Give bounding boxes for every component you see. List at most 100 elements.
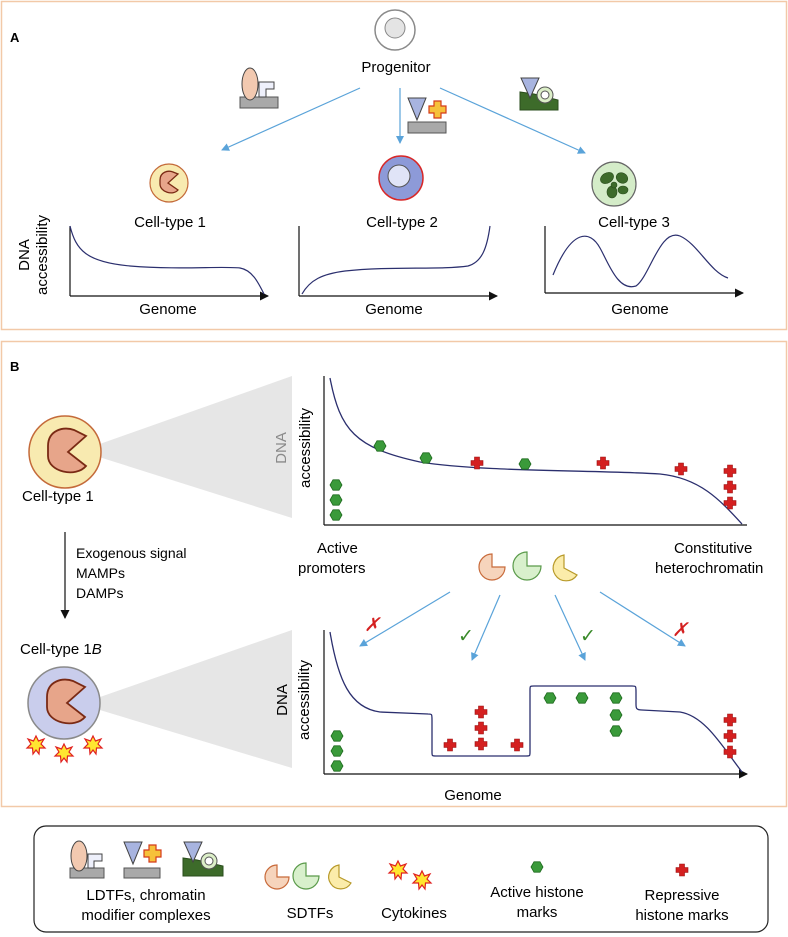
legend-active-mark-icon — [530, 861, 544, 873]
arrow-mark-check-2: ✓ — [580, 626, 596, 647]
legend-repressive-label-2: histone marks — [635, 907, 728, 924]
plot-a2-x-label: Genome — [365, 301, 423, 318]
remodeler-icon — [519, 77, 559, 111]
cell-type-1b-label: Cell-type 1B — [20, 641, 102, 658]
plot-a2-curve — [301, 225, 491, 295]
panel-a-letter: A — [10, 30, 20, 45]
sdtf-arrow-4 — [599, 591, 686, 647]
lower-active-mark — [575, 692, 589, 704]
lower-repressive-mark — [723, 729, 737, 743]
ldtf-complex-icon — [239, 67, 279, 109]
chromatin-modifier-icon — [407, 97, 447, 134]
upper-plot — [323, 376, 747, 526]
legend-repressive-label: Repressive — [644, 887, 719, 904]
cell-type-3-label: Cell-type 3 — [598, 214, 670, 231]
upper-active-mark — [419, 452, 433, 464]
zoom-cone-upper — [80, 376, 292, 518]
upper-active-mark — [329, 479, 343, 491]
lower-repressive-mark — [474, 721, 488, 735]
lower-active-mark — [330, 730, 344, 742]
upper-active-mark — [373, 440, 387, 452]
cytokine-burst-1 — [26, 735, 46, 755]
progenitor-cell — [374, 9, 416, 51]
active-promoters-label: Active — [317, 540, 358, 557]
panel-b-letter: B — [10, 359, 19, 374]
legend-ldtf-icon — [69, 840, 105, 879]
active-promoters-label-2: promoters — [298, 560, 366, 577]
upper-active-mark — [329, 494, 343, 506]
lower-accessibility-curve — [329, 631, 743, 773]
lower-active-mark — [609, 709, 623, 721]
legend-active-label: Active histone — [490, 884, 583, 901]
panel-a-y-axis-label: DNA — [16, 239, 33, 271]
arrow-mark-cross-2: ✗ — [672, 620, 689, 641]
panel-a-y-axis-label-2: accessibility — [34, 214, 51, 295]
lower-repressive-mark — [723, 745, 737, 759]
lower-active-mark — [609, 692, 623, 704]
plot-a1-x-label: Genome — [139, 301, 197, 318]
cell-type-1b-icon — [27, 666, 101, 740]
upper-active-mark — [329, 509, 343, 521]
cell-type-3-icon — [591, 161, 637, 207]
sdtf-arrow-2 — [471, 594, 501, 661]
lower-repressive-mark — [510, 738, 524, 752]
cell-type-2-icon — [378, 155, 424, 201]
plot-a1 — [69, 225, 269, 301]
cell-type-1-label: Cell-type 1 — [134, 214, 206, 231]
lower-y-label: DNA — [274, 684, 291, 716]
plot-a1-curve — [69, 225, 265, 295]
upper-y-label-2: accessibility — [297, 407, 314, 488]
lower-repressive-mark — [474, 705, 488, 719]
cytokine-burst-2 — [54, 743, 74, 763]
legend: LDTFs, chromatin modifier complexes SDTF… — [33, 825, 769, 933]
lower-repressive-mark — [723, 713, 737, 727]
arrow-mark-check-1: ✓ — [458, 626, 474, 647]
legend-sdtfs-label: SDTFs — [287, 905, 334, 922]
lower-repressive-mark — [443, 738, 457, 752]
upper-repressive-mark — [723, 464, 737, 478]
cell-type-1-icon — [149, 163, 189, 203]
legend-active-label-2: marks — [517, 904, 558, 921]
legend-sdtf-icons — [264, 862, 352, 890]
plot-a3-curve — [552, 234, 729, 288]
legend-cytokines-label: Cytokines — [381, 905, 447, 922]
zoom-cone-lower — [80, 630, 292, 768]
lower-repressive-mark — [474, 737, 488, 751]
upper-repressive-mark — [674, 462, 688, 476]
lower-y-label-2: accessibility — [296, 659, 313, 740]
upper-repressive-mark — [596, 456, 610, 470]
legend-modifier-icon — [123, 841, 162, 879]
progenitor-label: Progenitor — [361, 59, 430, 76]
plot-a3-x-label: Genome — [611, 301, 669, 318]
panel-b-frame — [0, 340, 788, 808]
panel-a-frame — [0, 0, 788, 331]
cell-type-1-large-icon — [28, 415, 102, 489]
lower-x-label: Genome — [444, 787, 502, 804]
heterochromatin-label-2: heterochromatin — [655, 560, 763, 577]
lower-active-mark — [330, 760, 344, 772]
progenitor-arrow-1 — [221, 87, 361, 151]
signal-label-damps: DAMPs — [76, 585, 123, 601]
arrow-mark-cross-1: ✗ — [364, 615, 381, 636]
upper-y-label: DNA — [273, 432, 290, 464]
sdtf-arrow-3 — [554, 594, 586, 661]
signal-label-exogenous: Exogenous signal — [76, 545, 187, 561]
heterochromatin-label: Constitutive — [674, 540, 752, 557]
legend-ldtf-label: LDTFs, chromatin — [86, 887, 205, 904]
progenitor-arrow-3 — [439, 87, 586, 154]
legend-ldtf-label-2: modifier complexes — [81, 907, 210, 924]
plot-a3 — [544, 226, 744, 298]
lower-active-mark — [543, 692, 557, 704]
panel-a: A Progenitor — [0, 0, 788, 331]
lower-plot — [323, 630, 748, 779]
upper-active-mark — [518, 458, 532, 470]
signal-label-mamps: MAMPs — [76, 565, 125, 581]
legend-remodeler-icon — [182, 841, 224, 877]
upper-repressive-mark — [723, 480, 737, 494]
sdtf-arrow-1 — [359, 591, 451, 647]
sdtf-icons — [478, 551, 578, 582]
cell-type-2-label: Cell-type 2 — [366, 214, 438, 231]
panel-b: B Cell-type 1 Exogenous signal MAMPs DAM… — [0, 340, 788, 808]
upper-accessibility-curve — [329, 377, 743, 525]
lower-active-mark — [330, 745, 344, 757]
